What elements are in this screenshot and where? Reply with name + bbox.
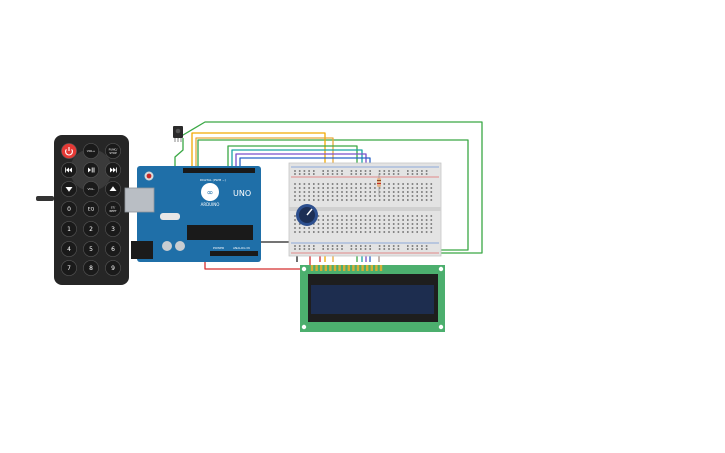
usb-port [124, 187, 155, 213]
remote-button-st-rept[interactable]: ST/REPT [105, 201, 121, 217]
lcd-mount-hole-bl [301, 324, 307, 330]
remote-button-label: 5 [89, 246, 93, 253]
remote-button-label: EQ [88, 207, 95, 213]
lcd-pin[interactable] [338, 265, 341, 271]
remote-button-label: REPT [109, 209, 116, 213]
remote-button-8[interactable]: 8 [83, 260, 99, 276]
remote-button-vol-[interactable]: VOL+ [83, 143, 99, 159]
remote-prev-button[interactable] [61, 162, 77, 178]
remote-button-vol-[interactable]: VOL- [83, 181, 99, 197]
resistor[interactable] [377, 174, 381, 196]
lcd-pin[interactable] [375, 265, 378, 271]
wire-green-ir-signal[interactable] [174, 138, 184, 166]
remote-button-6[interactable]: 6 [105, 241, 121, 257]
power-icon [65, 147, 73, 156]
breadboard-center-channel [289, 207, 441, 211]
arduino-logo-icon [201, 183, 219, 201]
power-label: POWER [213, 246, 224, 250]
lcd-pin[interactable] [347, 265, 350, 271]
remote-button-label: VOL+ [87, 149, 96, 153]
capacitor-1 [162, 241, 172, 251]
remote-button-label: STOP [109, 151, 117, 155]
breadboard-holes [294, 170, 433, 250]
remote-buttons: VOL+ FUNC/STOP VOL- 0 EQ ST/REPT 1 2 3 4 5 6 7 8 9 [61, 143, 121, 276]
lcd-pin[interactable] [329, 265, 332, 271]
lcd-pin[interactable] [356, 265, 360, 271]
remote-button-7[interactable]: 7 [61, 260, 77, 276]
breadboard[interactable] [288, 162, 442, 257]
logo-infinity-glyph: ∞ [207, 188, 214, 197]
remote-button-func-stop[interactable]: FUNC/STOP [105, 143, 121, 159]
power-jack [131, 241, 153, 259]
ir-remote[interactable]: VOL+ FUNC/STOP VOL- 0 EQ ST/REPT 1 2 3 4 5 6 7 8 9 [36, 135, 129, 285]
remote-button-label: ST/ [111, 205, 115, 209]
remote-power-button[interactable] [61, 143, 77, 159]
wire-green-ir-loop[interactable] [177, 121, 483, 254]
remote-button-label: 8 [89, 265, 93, 272]
remote-button-label: 0 [67, 206, 71, 213]
ir-receiver[interactable] [173, 126, 183, 142]
remote-next-button[interactable] [105, 162, 121, 178]
remote-play-pause-button[interactable] [83, 162, 99, 178]
lcd-pins[interactable] [310, 265, 383, 271]
lcd-pin[interactable] [366, 265, 369, 271]
next-icon [110, 167, 117, 173]
play-pause-icon [88, 167, 95, 173]
lcd-pin[interactable] [343, 265, 346, 271]
remote-button-label: 6 [111, 246, 115, 253]
remote-up-button[interactable] [105, 181, 121, 197]
lcd-pin[interactable] [361, 265, 364, 271]
crystal [160, 213, 180, 220]
remote-button-5[interactable]: 5 [83, 241, 99, 257]
arduino-model: UNO [233, 189, 251, 198]
remote-ir-emitter [36, 196, 54, 201]
potentiometer[interactable] [296, 204, 318, 226]
lcd-screen [311, 285, 434, 314]
remote-down-button[interactable] [61, 181, 77, 197]
lcd-mount-hole-tl [301, 266, 307, 272]
atmega-chip [187, 225, 253, 240]
remote-button-label: 3 [111, 226, 115, 233]
digital-header[interactable] [183, 168, 255, 173]
arduino-brand: ARDUINO [201, 202, 220, 207]
remote-button-label: VOL- [87, 187, 94, 191]
remote-button-label: 2 [89, 226, 93, 233]
lcd-pin[interactable] [320, 265, 323, 271]
wire-yellow-1[interactable] [191, 132, 326, 186]
analog-label: ANALOG IN [233, 246, 250, 250]
remote-button-label: 9 [111, 265, 115, 272]
lcd-mount-hole-tr [438, 266, 444, 272]
prev-icon [65, 167, 72, 173]
lcd-16x2[interactable] [300, 265, 445, 332]
lcd-pin[interactable] [352, 265, 355, 271]
lcd-pin[interactable] [370, 265, 373, 271]
remote-button-label: 1 [67, 226, 71, 233]
analog-header[interactable] [210, 251, 258, 256]
remote-button-1[interactable]: 1 [61, 221, 77, 237]
remote-button-3[interactable]: 3 [105, 221, 121, 237]
up-icon [109, 186, 117, 191]
lcd-pin[interactable] [324, 265, 327, 271]
digital-label: DIGITAL (PWM ~) [200, 178, 226, 182]
remote-button-4[interactable]: 4 [61, 241, 77, 257]
lcd-mount-hole-br [438, 324, 444, 330]
wire-green-gnd-right[interactable] [197, 139, 469, 251]
lcd-pin[interactable] [333, 265, 337, 271]
capacitor-2 [175, 241, 185, 251]
remote-button-9[interactable]: 9 [105, 260, 121, 276]
remote-button-0[interactable]: 0 [61, 201, 77, 217]
remote-button-label: 7 [67, 265, 71, 272]
down-icon [65, 187, 73, 192]
arduino-uno[interactable]: ∞ ARDUINO UNO DIGITAL (PWM ~) ANALOG IN … [124, 166, 261, 262]
lcd-pin[interactable] [315, 265, 318, 271]
remote-button-2[interactable]: 2 [83, 221, 99, 237]
remote-button-label: 4 [67, 246, 71, 253]
remote-button-eq[interactable]: EQ [83, 201, 99, 217]
lcd-pin[interactable] [310, 265, 314, 271]
lcd-pin[interactable] [379, 265, 383, 271]
remote-button-label: FUNC/ [109, 147, 118, 151]
